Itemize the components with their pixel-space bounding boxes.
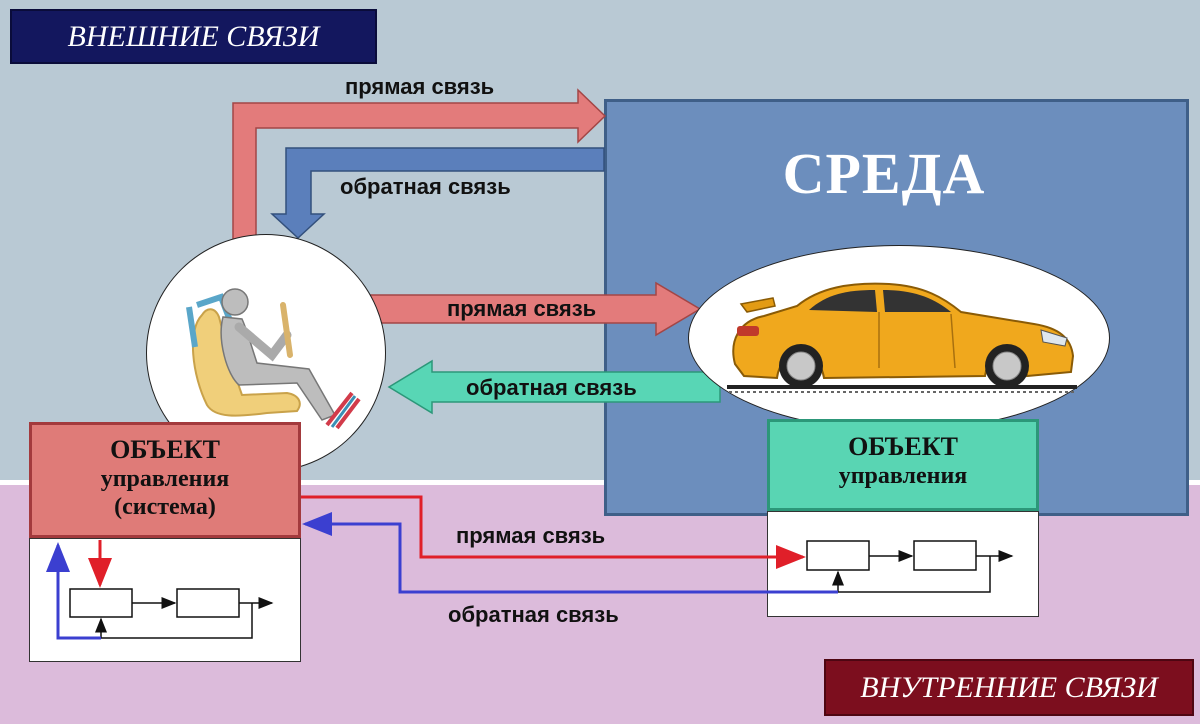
left-block-diagram bbox=[46, 540, 274, 640]
environment-title: СРЕДА bbox=[782, 141, 986, 206]
control-object-car: ОБЪЕКТ управления bbox=[767, 419, 1039, 511]
direct-arrow-mid bbox=[369, 281, 702, 337]
zone-divider bbox=[0, 480, 1200, 485]
sedan-car-icon bbox=[727, 282, 1077, 393]
object-right-title: ОБЪЕКТ bbox=[848, 432, 958, 461]
control-object-system: ОБЪЕКТ управления (система) bbox=[29, 422, 301, 538]
internal-direct-line bbox=[301, 495, 806, 569]
label-direct-bottom: прямая связь bbox=[456, 523, 606, 548]
right-block-diagram bbox=[806, 540, 1014, 593]
feedback-arrow-mid bbox=[387, 359, 721, 415]
driver-seat-icon bbox=[186, 288, 361, 430]
label-feedback-top: обратная связь bbox=[340, 174, 511, 199]
label-direct-top: прямая связь bbox=[345, 74, 495, 99]
label-feedback-mid: обратная связь bbox=[466, 375, 637, 400]
object-right-line1: управления bbox=[838, 463, 968, 489]
feedback-arrow-top bbox=[270, 147, 605, 240]
internal-links-tag: ВНУТРЕННИЕ СВЯЗИ bbox=[824, 659, 1194, 716]
external-links-tag: ВНЕШНИЕ СВЯЗИ bbox=[10, 9, 377, 64]
label-direct-mid: прямая связь bbox=[447, 296, 597, 321]
object-left-line2: (система) bbox=[114, 494, 216, 520]
label-feedback-bottom: обратная связь bbox=[448, 602, 619, 627]
internal-feedback-line bbox=[302, 512, 838, 594]
car-ellipse bbox=[688, 245, 1110, 431]
object-left-line1: управления bbox=[100, 466, 230, 492]
direct-arrow-top bbox=[232, 88, 607, 241]
object-left-title: ОБЪЕКТ bbox=[110, 435, 220, 464]
